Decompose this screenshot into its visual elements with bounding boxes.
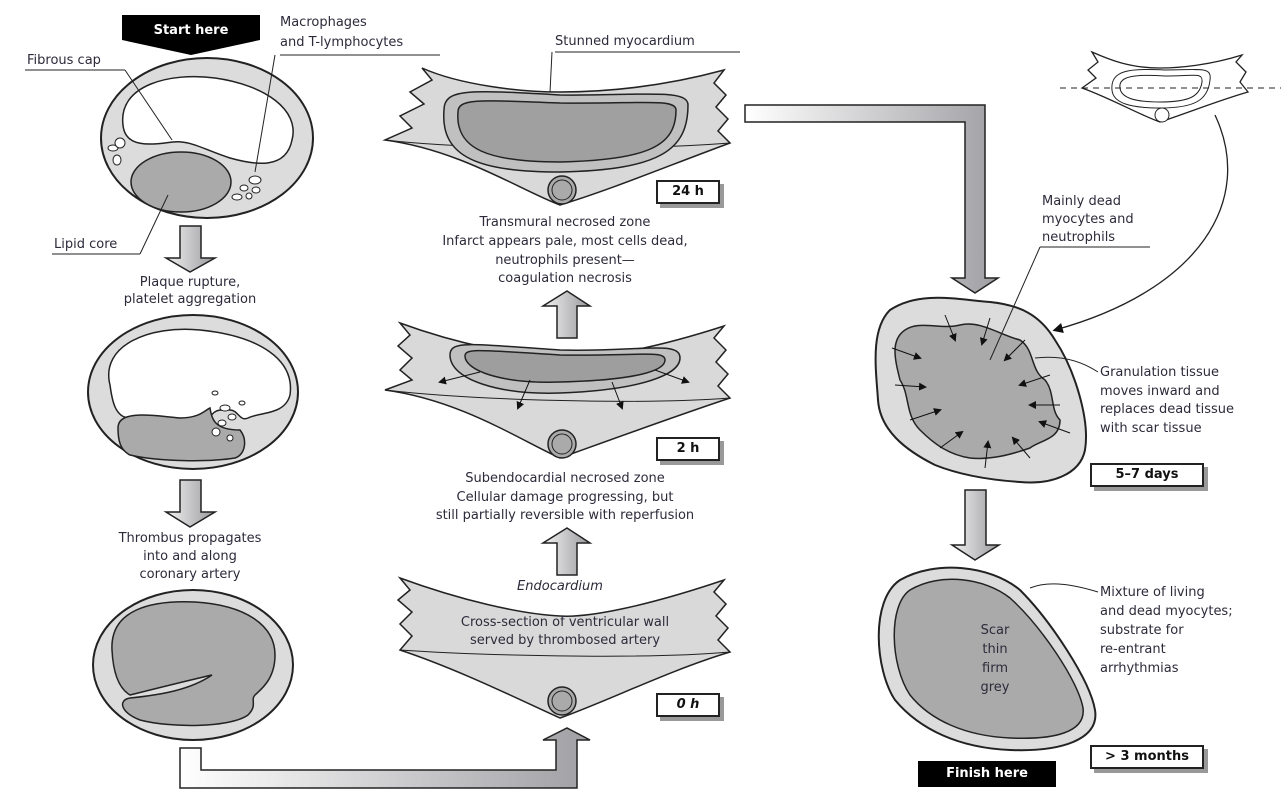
mixture-3: substrate for: [1100, 623, 1184, 638]
macrophages-label-1: Macrophages: [280, 15, 367, 30]
step2-line1: Thrombus propagates: [118, 531, 262, 546]
fibrous-cap-label: Fibrous cap: [27, 53, 101, 68]
start-banner: [122, 15, 260, 55]
time-5-7-days: 5–7 days: [1090, 463, 1204, 487]
dead-label-3: neutrophils: [1042, 230, 1116, 245]
endocardium-label: Endocardium: [517, 579, 603, 594]
leader-mixture: [1029, 583, 1099, 593]
caption-2h-2: Cellular damage progressing, but: [456, 490, 674, 505]
mixture-5: arrhythmias: [1100, 661, 1179, 676]
time-0h: 0 h: [656, 693, 720, 717]
artery-plaque: [100, 57, 314, 219]
mixture-2: and dead myocytes;: [1100, 604, 1233, 619]
caption-2h-3: still partially reversible with reperfus…: [435, 508, 695, 523]
caption-0h-2: served by thrombosed artery: [469, 633, 661, 648]
stunned-label: Stunned myocardium: [555, 34, 695, 49]
wall-0h: [396, 576, 732, 719]
leader-thumbnail: [1052, 114, 1229, 333]
finish-label: Finish here: [918, 761, 1056, 787]
step2-line3: coronary artery: [139, 567, 241, 582]
caption-24h-1: Transmural necrosed zone: [479, 215, 651, 230]
caption-0h-1: Cross-section of ventricular wall: [460, 615, 670, 630]
time-24h: 24 h: [656, 180, 720, 204]
granulation-2: moves inward and: [1100, 384, 1220, 399]
mixture-1: Mixture of living: [1100, 585, 1205, 600]
leader-granulation: [1034, 356, 1099, 373]
arrow-down-1: [163, 225, 218, 273]
dead-label-1: Mainly dead: [1042, 194, 1121, 209]
time-3-months: > 3 months: [1090, 745, 1204, 769]
caption-24h-3: neutrophils present—: [495, 253, 635, 268]
scar-line-1: Scar: [980, 623, 1010, 638]
scar-line-2: thin: [982, 642, 1008, 657]
granulation-3: replaces dead tissue: [1100, 402, 1235, 417]
step1-line1: Plaque rupture,: [139, 275, 241, 290]
mixture-4: re-entrant: [1100, 642, 1166, 657]
step2-line2: into and along: [143, 549, 237, 564]
caption-24h-2: Infarct appears pale, most cells dead,: [442, 234, 688, 249]
lipid-core-label: Lipid core: [54, 237, 118, 252]
arrow-up-1: [540, 527, 593, 576]
time-2h: 2 h: [656, 437, 720, 461]
granulation-1: Granulation tissue: [1100, 365, 1219, 380]
step1-line2: platelet aggregation: [123, 292, 257, 307]
connector-arrow-bottom: [179, 727, 591, 789]
wall-24h: [382, 67, 732, 206]
leader-lipid-core: [139, 194, 169, 255]
dead-label-2: myocytes and: [1042, 212, 1134, 227]
leader-macrophages: [254, 54, 276, 173]
leader-dead-myocytes: [989, 246, 1041, 361]
scar: [877, 566, 1097, 752]
arrow-down-3: [949, 489, 1002, 561]
caption-2h-1: Subendocardial necrosed zone: [465, 471, 665, 486]
scar-line-3: firm: [982, 661, 1008, 676]
leader-fibrous-cap: [124, 69, 173, 141]
leader-stunned: [549, 51, 553, 93]
wall-2h: [384, 321, 732, 459]
scar-line-4: grey: [980, 680, 1010, 695]
macrophages-label-2: and T-lymphocytes: [280, 35, 404, 50]
arrow-up-2: [540, 290, 593, 339]
artery-occluded: [92, 589, 294, 741]
connector-arrow-top: [744, 104, 1001, 294]
arrow-down-2: [163, 479, 218, 528]
infarct-granulation: [874, 296, 1087, 484]
caption-24h-4: coagulation necrosis: [498, 271, 632, 286]
artery-ruptured: [87, 314, 299, 470]
granulation-4: with scar tissue: [1100, 421, 1202, 436]
wall-thumbnail: [1060, 50, 1281, 123]
start-label: Start here: [153, 23, 229, 38]
